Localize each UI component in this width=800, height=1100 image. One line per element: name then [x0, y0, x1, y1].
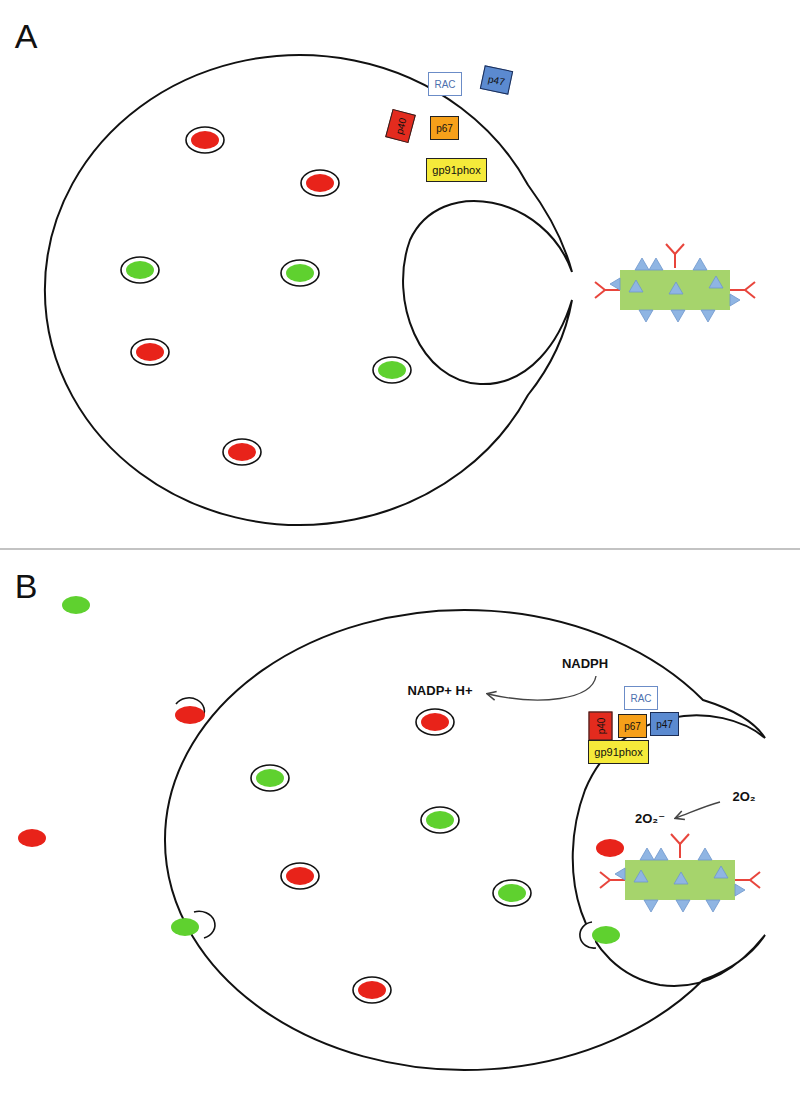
bacterium [600, 834, 760, 912]
granule [281, 260, 319, 286]
granule [121, 257, 159, 283]
granule [171, 918, 199, 936]
oxidase-subunit-box: p40 [589, 712, 613, 741]
granule [251, 765, 289, 791]
subunit-name: p47 [487, 73, 506, 87]
oxidase-subunit-box: RAC [428, 72, 462, 96]
oxidase-subunit-box: gp91phox [426, 158, 487, 182]
reaction-label: NADPH [562, 656, 608, 671]
granule [373, 357, 411, 383]
reaction-label: NADP+ H+ [407, 683, 472, 698]
subunit-name: p40 [595, 718, 606, 735]
granule [175, 706, 205, 724]
oxidase-subunit-box: p47 [480, 65, 513, 95]
subunit-name: p47 [656, 719, 673, 730]
reaction-arrow [676, 802, 720, 818]
granule [353, 977, 391, 1003]
released-granule [18, 829, 46, 847]
subunit-name: gp91phox [432, 164, 480, 176]
granule [493, 880, 531, 906]
granule [592, 926, 620, 944]
granule [186, 127, 224, 153]
granule [301, 170, 339, 196]
granule [131, 339, 169, 365]
reaction-label: 2O₂⁻ [635, 811, 665, 826]
panel-letter: A [15, 17, 38, 56]
granule [281, 863, 319, 889]
neutrophil-membrane [45, 55, 572, 525]
oxidase-subunit-box: p67 [618, 714, 647, 738]
oxidase-subunit-box: gp91phox [588, 740, 649, 764]
subunit-name: RAC [630, 693, 651, 704]
granule [421, 807, 459, 833]
subunit-name: p67 [436, 123, 453, 134]
oxidase-subunit-box: p47 [650, 712, 679, 736]
granule [416, 709, 454, 735]
oxidase-subunit-box: p67 [430, 116, 459, 140]
released-granule [62, 596, 90, 614]
bacterium [595, 244, 755, 322]
reaction-arrow [488, 676, 596, 700]
panel-divider [0, 548, 800, 549]
oxidase-subunit-box: RAC [624, 686, 658, 710]
subunit-name: gp91phox [594, 746, 642, 758]
panel-letter: B [15, 567, 38, 606]
released-granule [596, 839, 624, 857]
reaction-label: 2O₂ [732, 789, 755, 804]
granule [223, 439, 261, 465]
subunit-name: RAC [434, 79, 455, 90]
subunit-name: p67 [624, 721, 641, 732]
subunit-name: p40 [393, 117, 408, 136]
neutrophil-membrane [165, 610, 765, 1070]
